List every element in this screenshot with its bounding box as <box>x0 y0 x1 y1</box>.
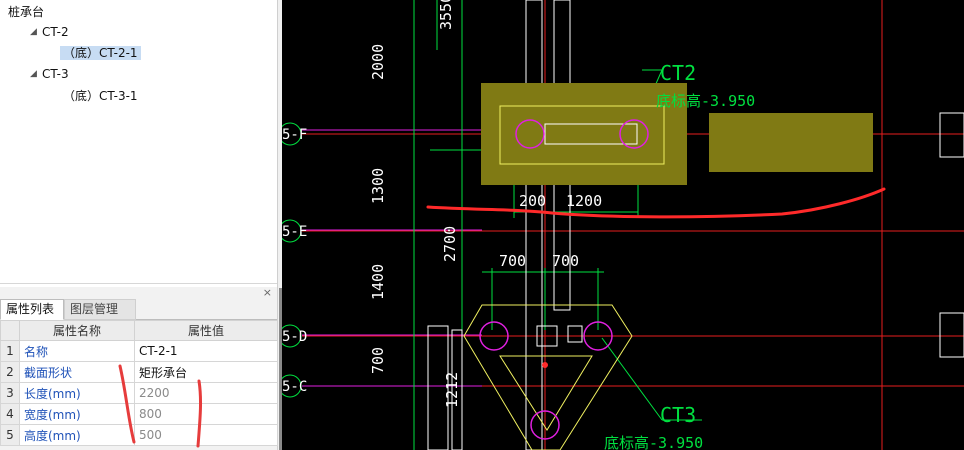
table-row[interactable]: 2 截面形状 矩形承台 <box>0 361 278 383</box>
property-name: 高度(mm) <box>19 424 135 446</box>
pile-circle <box>583 321 613 351</box>
pile-cap-ct2 <box>481 83 687 185</box>
column-outline <box>451 329 463 450</box>
row-number: 3 <box>0 382 20 404</box>
axis-label: 5-E <box>282 224 307 240</box>
table-row[interactable]: 3 长度(mm) 2200 <box>0 382 278 404</box>
beam-outline <box>544 123 638 145</box>
cap-fill-adjacent <box>709 113 873 172</box>
axis-bubble <box>282 324 302 348</box>
dimension-label: 700 <box>552 252 579 270</box>
property-panel: × 属性列表 图层管理 属性名称 属性值 1 名称 CT-2-1 2 截面形状 … <box>0 286 278 450</box>
dimension-label: 700 <box>499 252 526 270</box>
tree-group-ct3[interactable]: CT-3 <box>42 65 69 83</box>
dimension-label: 200 <box>519 192 546 210</box>
scrollbar-thumb[interactable] <box>279 288 282 450</box>
row-number: 2 <box>0 361 20 383</box>
markup-overlay <box>118 364 203 448</box>
expand-arrow-icon[interactable]: ◢ <box>30 69 37 79</box>
property-value[interactable]: 800 <box>134 403 278 425</box>
tree-group-ct2[interactable]: CT-2 <box>42 23 69 41</box>
pile-circle <box>515 119 545 149</box>
axis-label: 5-D <box>282 329 307 345</box>
component-label: CT2 <box>660 61 696 85</box>
column-outline <box>525 0 543 450</box>
column-outline <box>939 312 964 358</box>
column-header: 属性名称 <box>19 320 135 341</box>
cad-drawing-canvas[interactable]: 5-F 5-E 5-D 5-C <box>282 0 964 450</box>
column-outline <box>427 325 449 450</box>
row-number: 5 <box>0 424 20 446</box>
center-marker <box>542 362 548 368</box>
tree-group-label: CT-2 <box>42 25 69 39</box>
column-outline <box>536 325 558 347</box>
table-row[interactable]: 1 名称 CT-2-1 <box>0 340 278 362</box>
dimension-label: 1400 <box>369 264 387 300</box>
tree-item-ct3-1[interactable]: （底）CT-3-1 <box>63 87 138 105</box>
table-row[interactable]: 5 高度(mm) 500 <box>0 424 278 446</box>
pane-splitter[interactable] <box>277 0 283 450</box>
pile-circle <box>619 119 649 149</box>
close-icon[interactable]: × <box>262 286 272 299</box>
dimension-label: 2700 <box>441 226 459 262</box>
axis-bubble <box>282 122 302 146</box>
axis-bubbles <box>282 122 302 398</box>
tab-layer-manager[interactable]: 图层管理 <box>64 299 136 320</box>
cap-outline <box>499 105 665 165</box>
axis-label: 5-F <box>282 127 307 143</box>
left-pane: 桩承台 ◢ CT-2 （底）CT-2-1 ◢ CT-3 （底）CT-3-1 × … <box>0 0 283 450</box>
elevation-label: 底标高-3.950 <box>656 92 755 110</box>
tree-root-label: 桩承台 <box>8 5 45 19</box>
row-number: 1 <box>0 340 20 362</box>
column-outline <box>939 112 964 158</box>
tree-group-label: CT-3 <box>42 67 69 81</box>
axis-label: 5-C <box>282 379 307 395</box>
property-value[interactable]: 矩形承台 <box>134 361 278 383</box>
table-row[interactable]: 4 宽度(mm) 800 <box>0 403 278 425</box>
grid-lines <box>302 0 964 450</box>
markup-stroke <box>118 364 136 444</box>
component-tree: 桩承台 ◢ CT-2 （底）CT-2-1 ◢ CT-3 （底）CT-3-1 <box>0 0 278 284</box>
column-outline <box>567 325 583 343</box>
property-value[interactable]: CT-2-1 <box>134 340 278 362</box>
tree-item-label: （底）CT-2-1 <box>60 46 141 60</box>
cap-outline <box>463 304 633 450</box>
axis-bubble <box>282 374 302 398</box>
pile-circle <box>530 410 560 440</box>
dimension-label: 1300 <box>369 168 387 204</box>
cad-drawing[interactable]: 5-F 5-E 5-D 5-C <box>282 0 964 450</box>
markup-stroke <box>196 379 203 448</box>
pile-cap-ct3 <box>463 304 633 450</box>
axis-bubble <box>282 219 302 243</box>
panel-tabs: 属性列表 图层管理 <box>0 299 277 320</box>
property-table: 属性名称 属性值 1 名称 CT-2-1 2 截面形状 矩形承台 3 长度(mm… <box>0 320 278 446</box>
component-label: CT3 <box>660 403 696 427</box>
property-name: 长度(mm) <box>19 382 135 404</box>
dimension-label: 700 <box>369 347 387 374</box>
property-name: 截面形状 <box>19 361 135 383</box>
property-value[interactable]: 500 <box>134 424 278 446</box>
dimension-label: 1200 <box>566 192 602 210</box>
expand-arrow-icon[interactable]: ◢ <box>30 27 37 37</box>
elevation-label: 底标高-3.950 <box>604 434 703 450</box>
tree-item-ct2-1[interactable]: （底）CT-2-1 <box>60 44 141 62</box>
pile-circle <box>479 321 509 351</box>
cap-outline <box>499 355 593 431</box>
leader-line <box>601 337 663 421</box>
dimension-label: 2000 <box>369 44 387 80</box>
dimension-label: 1212 <box>443 372 461 408</box>
dimension-label: 3550 <box>437 0 455 30</box>
property-name: 宽度(mm) <box>19 403 135 425</box>
markup-stroke <box>426 187 886 219</box>
tree-item-label: （底）CT-3-1 <box>63 89 138 103</box>
tree-root[interactable]: 桩承台 <box>8 3 44 21</box>
tab-property-list[interactable]: 属性列表 <box>0 299 64 320</box>
